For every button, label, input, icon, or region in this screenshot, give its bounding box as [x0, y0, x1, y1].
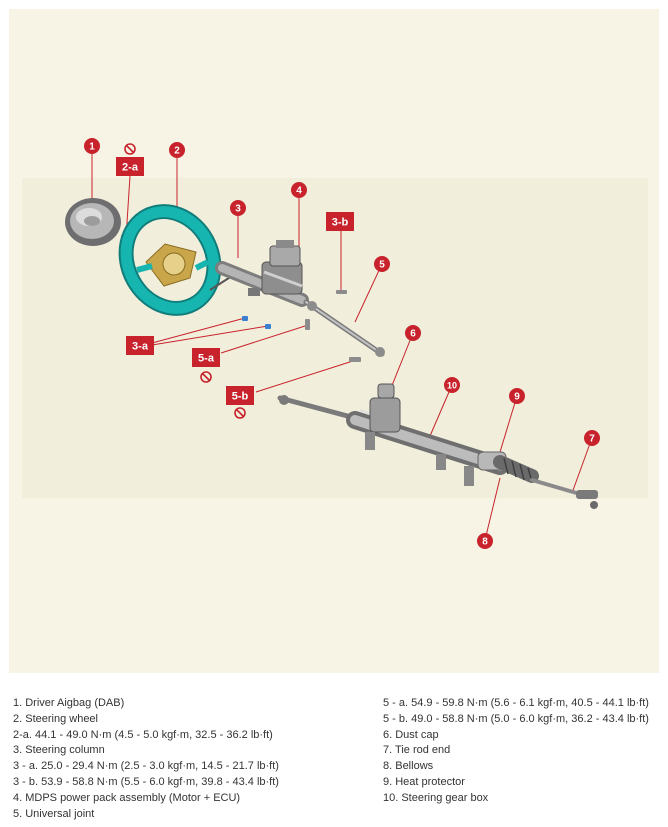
legend-item: 4. MDPS power pack assembly (Motor + ECU… [13, 791, 241, 804]
callout-10: 10 [447, 381, 457, 391]
label-2a: 2-a [122, 162, 139, 174]
bolt-5a [305, 319, 310, 330]
legend-item: 1. Driver Aigbag (DAB) [13, 697, 125, 709]
no-reuse-icon [234, 407, 246, 419]
callout-5: 5 [379, 260, 385, 271]
bolt-3b [336, 290, 347, 294]
callout-8: 8 [482, 537, 488, 548]
dust-cap [377, 383, 395, 399]
legend-item: 3 - a. 25.0 - 29.4 N·m (2.5 - 3.0 kgf·m,… [13, 760, 279, 773]
callout-9: 9 [514, 392, 520, 403]
legend-item: 5. Universal joint [13, 807, 95, 820]
mdps-power-pack [269, 240, 301, 267]
callout-4: 4 [296, 186, 302, 197]
leader-9 [496, 395, 518, 463]
leader-5b [255, 359, 357, 393]
label-5a: 5-a [198, 353, 215, 365]
bellows [493, 455, 539, 483]
leader-7 [571, 437, 593, 494]
legend-item: 6. Dust cap [383, 728, 439, 741]
legend-item: 9. Heat protector [383, 775, 465, 788]
diagram-canvas: 1 2 3 4 5 6 7 8 9 10 2-a 3-a 3-b 5-a 5-b [22, 138, 648, 549]
callout-7: 7 [589, 434, 595, 445]
legend-item: 3 - b. 53.9 - 58.8 N·m (5.5 - 6.0 kgf·m,… [13, 775, 279, 788]
leader-5 [354, 263, 383, 323]
legend-item: 2-a. 44.1 - 49.0 N·m (4.5 - 5.0 kgf·m, 3… [13, 728, 273, 741]
callout-3: 3 [235, 204, 241, 215]
legend-right: 5 - a. 54.9 - 59.8 N·m (5.6 - 6.1 kgf·m,… [383, 696, 649, 807]
legend-item: 7. Tie rod end [383, 744, 451, 757]
driver-airbag [65, 198, 121, 246]
leader-3a-bottom [151, 325, 269, 346]
label-3b: 3-b [332, 217, 349, 229]
leader-3a-top [151, 317, 246, 344]
exploded-diagram: 1 2 3 4 5 6 7 8 9 10 2-a 3-a 3-b 5-a 5-b [9, 9, 659, 673]
tie-rod-end [530, 478, 598, 509]
legend-item: 2. Steering wheel [13, 712, 98, 725]
callout-1: 1 [89, 142, 95, 153]
bolt-3a-2 [265, 324, 271, 329]
legend-item: 5 - b. 49.0 - 58.8 N·m (5.0 - 6.0 kgf·m,… [383, 712, 649, 725]
no-reuse-icon [124, 143, 136, 155]
steering-column [209, 261, 309, 307]
legend-item: 3. Steering column [13, 744, 105, 757]
no-reuse-icon [200, 371, 212, 383]
steering-wheel [118, 204, 222, 316]
legend-item: 5 - a. 54.9 - 59.8 N·m (5.6 - 6.1 kgf·m,… [383, 697, 649, 709]
label-5b: 5-b [232, 391, 249, 403]
universal-joint [303, 299, 385, 357]
bolt-5b [349, 357, 361, 362]
callout-6: 6 [410, 329, 416, 340]
label-3a: 3-a [132, 341, 149, 353]
legend-item: 10. Steering gear box [383, 791, 489, 804]
legend-item: 8. Bellows [383, 760, 434, 773]
leader-10 [429, 384, 453, 437]
leader-5a [220, 325, 306, 354]
leader-8 [484, 477, 501, 541]
leader-6 [390, 332, 414, 389]
callout-2: 2 [174, 146, 180, 157]
bolt-3a-1 [242, 316, 248, 321]
legend-left: 1. Driver Aigbag (DAB) 2. Steering wheel… [13, 696, 279, 822]
